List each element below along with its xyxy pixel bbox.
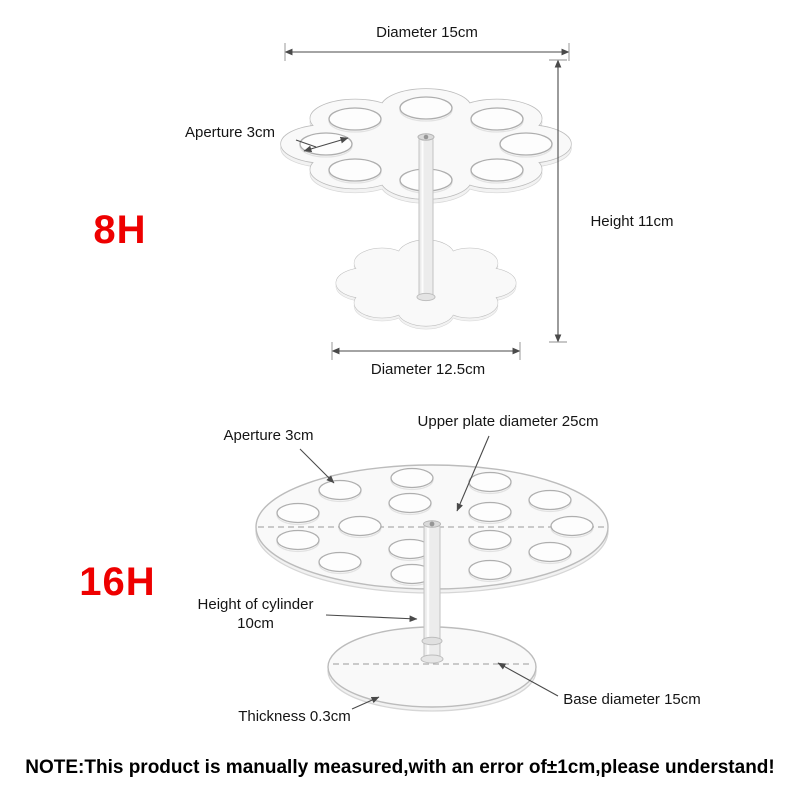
center-rod-8h [416,133,436,302]
dim-label-aperture-8h: Aperture 3cm [184,124,276,141]
dim-label-height-8h: Height 11cm [590,213,674,230]
stand-16h [255,435,609,712]
dim-label-thickness-16h: Thickness 0.3cm [238,708,351,725]
center-cylinder-16h [420,520,444,664]
measurement-note: NOTE:This product is manually measured,w… [25,757,775,778]
leader-lines-16h [299,435,559,710]
cylinder-height-line1: Height of cylinder [197,596,314,613]
dim-label-aperture-16h: Aperture 3cm [223,427,314,444]
stand-8h [280,43,572,360]
dim-label-bottom-diameter-8h: Diameter 12.5cm [370,361,486,378]
model-name-16h: 16H [79,560,156,604]
model-name-8h: 8H [93,208,147,252]
dim-label-upper-plate-16h: Upper plate diameter 25cm [417,413,599,430]
dim-label-base-diameter-16h: Base diameter 15cm [563,691,701,708]
dim-label-cylinder-height-16h: Height of cylinder 10cm [168,596,343,634]
dim-label-top-diameter-8h: Diameter 15cm [376,24,478,41]
dimension-lines-8h [284,43,570,360]
base-plate-16h [327,626,537,712]
cylinder-height-line2: 10cm [237,614,274,632]
